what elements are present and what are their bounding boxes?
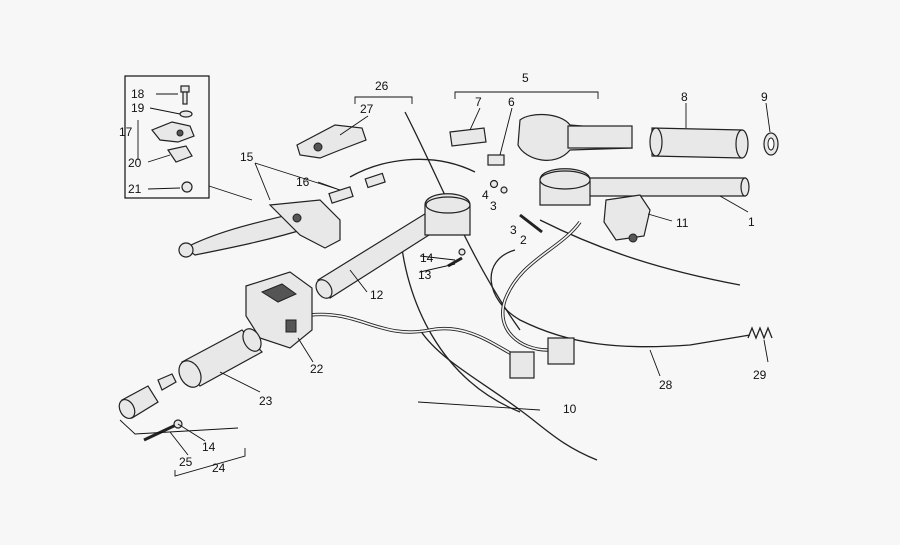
grip-8 <box>649 127 749 159</box>
bracket-27 <box>296 124 367 159</box>
callout-1: 1 <box>748 215 755 229</box>
callouts: 1 2 3 3 4 5 6 7 8 9 10 11 12 13 14 14 15… <box>119 71 768 475</box>
inset-washer <box>179 110 193 118</box>
callout-5: 5 <box>522 71 529 85</box>
callout-19: 19 <box>131 101 145 115</box>
callout-12: 12 <box>370 288 384 302</box>
inset-bolt <box>180 85 190 105</box>
connector-pair <box>509 337 575 379</box>
screws-right <box>489 179 543 234</box>
inset-box <box>124 75 253 201</box>
callout-17: 17 <box>119 125 133 139</box>
callout-7: 7 <box>475 95 482 109</box>
inset-bracket <box>167 145 193 163</box>
handlebar-tube-left <box>315 211 441 299</box>
handlebar-clamp-left <box>424 193 471 236</box>
callout-24: 24 <box>212 461 226 475</box>
cable-28 <box>490 219 751 348</box>
callout-6: 6 <box>508 95 515 109</box>
callout-18: 18 <box>131 87 145 101</box>
callout-28: 28 <box>659 378 673 392</box>
throttle-tube <box>517 114 633 161</box>
switch-harness <box>309 221 582 360</box>
callout-10: 10 <box>563 402 577 416</box>
callout-2: 2 <box>520 233 527 247</box>
spring-29 <box>747 326 773 340</box>
callout-11: 11 <box>676 216 689 230</box>
callout-13: 13 <box>418 268 432 282</box>
cable-adjuster-16 <box>328 172 386 204</box>
inset-cam-plate <box>151 121 195 143</box>
callout-26: 26 <box>375 79 389 93</box>
callout-3: 3 <box>510 223 517 237</box>
callout-16: 16 <box>296 175 310 189</box>
bar-end-weight <box>118 373 177 420</box>
callout-21: 21 <box>128 182 142 196</box>
inset-nut <box>181 181 193 193</box>
callout-14-lower: 14 <box>202 440 216 454</box>
grip-end-7 <box>449 127 487 147</box>
grip-left <box>178 328 263 388</box>
lever-assembly <box>178 199 341 258</box>
callout-3-upper: 3 <box>490 199 497 213</box>
callout-27: 27 <box>360 102 374 116</box>
leader-lines <box>119 91 771 477</box>
switch-right <box>603 194 651 243</box>
callout-4: 4 <box>482 188 489 202</box>
callout-14-upper: 14 <box>420 251 434 265</box>
callout-29: 29 <box>753 368 767 382</box>
screws-left <box>447 248 466 268</box>
callout-23: 23 <box>259 394 273 408</box>
switch-housing-left <box>245 271 313 349</box>
handlebar-tube-right <box>579 177 750 197</box>
callout-8: 8 <box>681 90 688 104</box>
cable-10 <box>399 229 598 461</box>
callout-25: 25 <box>179 455 193 469</box>
ring-9 <box>763 132 779 156</box>
callout-9: 9 <box>761 90 768 104</box>
adjuster-6 <box>487 154 505 166</box>
callout-15: 15 <box>240 150 254 164</box>
callout-22: 22 <box>310 362 324 376</box>
handlebar-clamp-right <box>539 168 591 206</box>
bar-end-screw <box>143 419 183 442</box>
callout-20: 20 <box>128 156 142 170</box>
